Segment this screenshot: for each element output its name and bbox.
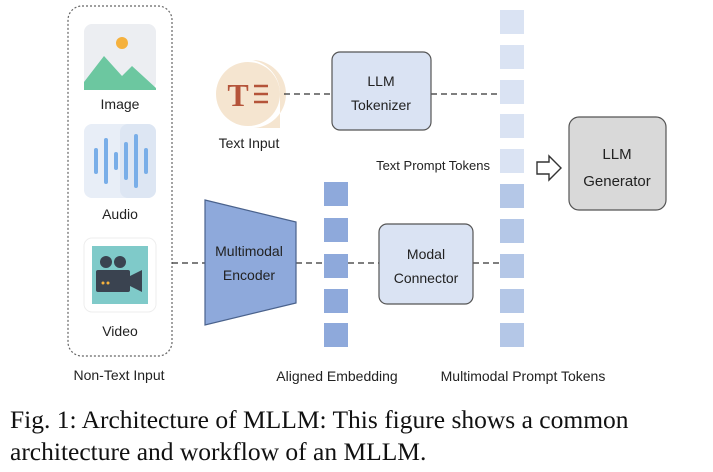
llm-generator-block — [568, 116, 667, 211]
caption-line-1: Fig. 1: Architecture of MLLM: This figur… — [10, 405, 629, 434]
aligned-embedding-column — [324, 182, 348, 347]
video-label: Video — [102, 323, 138, 339]
tokenizer-label-line1: LLM — [367, 73, 394, 89]
audio-label: Audio — [102, 206, 138, 222]
figure-caption: Fig. 1: Architecture of MLLM: This figur… — [10, 404, 710, 468]
multimodal-encoder-block — [204, 199, 297, 326]
generator-label-line2: Generator — [583, 173, 651, 190]
caption-line-2: architecture and workflow of an MLLM. — [10, 437, 427, 466]
generator-label-line1: LLM — [602, 146, 631, 163]
text-input-icon: T — [216, 60, 286, 128]
video-camera-icon — [83, 237, 157, 313]
svg-text:T: T — [227, 77, 248, 113]
text-input-label: Text Input — [219, 135, 280, 151]
non-text-input-group — [67, 5, 173, 357]
encoder-label-line1: Multimodal — [215, 243, 283, 259]
connector-label-line1: Modal — [407, 246, 445, 262]
multimodal-prompt-tokens-label: Multimodal Prompt Tokens — [441, 368, 606, 384]
arrow-right-icon — [536, 154, 562, 182]
image-icon — [84, 24, 156, 90]
modal-connector-block — [378, 223, 474, 305]
tokenizer-label-line2: Tokenizer — [351, 97, 411, 113]
connector-label-line2: Connector — [394, 270, 459, 286]
audio-icon — [84, 124, 156, 198]
llm-tokenizer-block — [331, 51, 432, 131]
non-text-input-label: Non-Text Input — [73, 367, 164, 383]
multimodal-prompt-tokens-column — [500, 10, 524, 347]
encoder-label-line2: Encoder — [223, 267, 275, 283]
text-prompt-tokens-label: Text Prompt Tokens — [376, 158, 490, 173]
aligned-embedding-label: Aligned Embedding — [276, 368, 397, 384]
image-label: Image — [101, 96, 140, 112]
